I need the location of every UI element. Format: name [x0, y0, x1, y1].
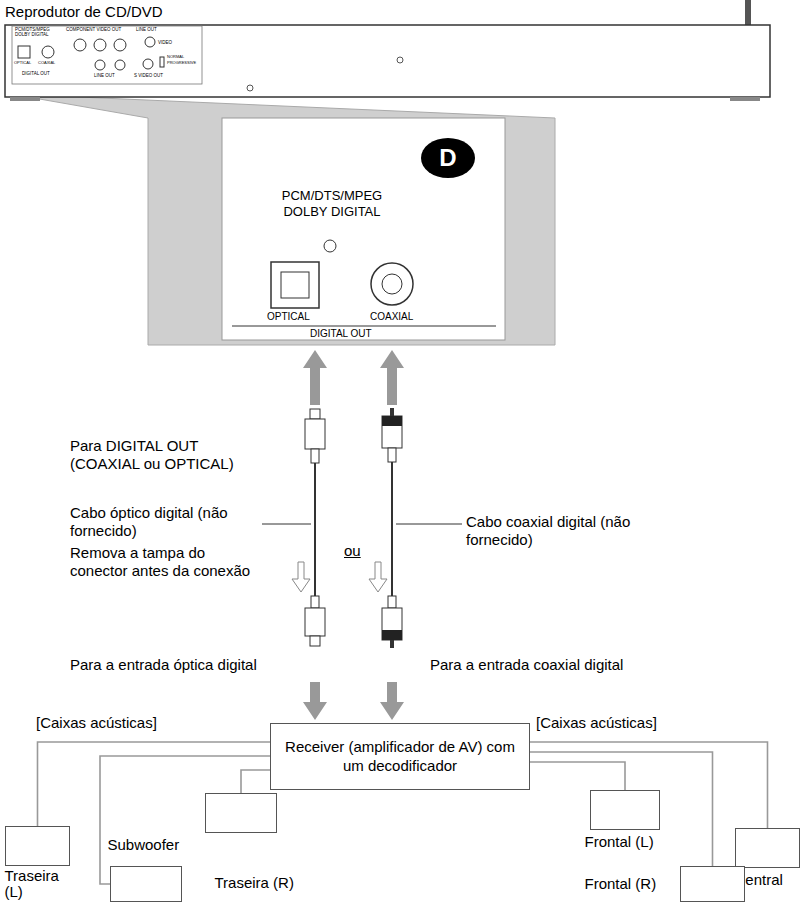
port-label: DIGITAL OUT — [22, 71, 50, 76]
port-label: PROGRESSIVE — [167, 61, 196, 66]
port-label: PCM/DTS/MPEG DOLBY DIGITAL — [262, 188, 402, 219]
callout-oval — [421, 138, 475, 178]
enlarged-panel — [222, 118, 505, 340]
scan-switch — [160, 57, 164, 67]
coaxial-jack — [371, 263, 413, 305]
cable-label: Cabo óptico digital (não fornecido) — [70, 504, 260, 540]
coaxial-plug — [382, 416, 402, 448]
optical-jack-inner — [281, 272, 309, 298]
jack-label: Para a entrada óptica digital — [70, 656, 257, 674]
optical-plug — [305, 608, 325, 636]
plug-boot — [311, 449, 319, 463]
insert-arrow — [303, 350, 327, 405]
plug-boot — [388, 448, 396, 462]
speaker-label: Traseira (R) — [215, 875, 294, 891]
rca-jack — [74, 39, 86, 51]
speaker-box: Traseira (R) — [110, 866, 182, 902]
port-label: OPTICAL — [267, 311, 310, 323]
group-label: [Caixas acústicas] — [36, 714, 157, 732]
speaker-label: Subwoofer — [108, 837, 180, 853]
coaxial-jack-inner — [382, 274, 402, 294]
receiver-box: Receiver (amplificador de AV) com um dec… — [270, 723, 530, 790]
figure-title: Reprodutor de CD/DVD — [5, 3, 163, 21]
speaker-wire — [530, 762, 625, 790]
rca-jack — [95, 60, 105, 70]
port-label: S VIDEO OUT — [134, 73, 163, 78]
instruction-text: Para DIGITAL OUT (COAXIAL ou OPTICAL) — [70, 437, 270, 473]
coaxial-jack — [42, 46, 54, 58]
receiver-text: Receiver (amplificador de AV) com um dec… — [279, 738, 521, 776]
group-label: [Caixas acústicas] — [536, 714, 657, 732]
insert-arrow — [380, 682, 404, 720]
coaxial-plug — [382, 608, 402, 640]
or-text: ou — [344, 542, 361, 560]
zoom-callout — [28, 97, 555, 345]
port-label: COAXIAL — [38, 61, 55, 66]
power-cord — [745, 0, 751, 28]
port-label: PCM/DTS/MPEG DOLBY DIGITAL — [15, 27, 57, 38]
screw — [397, 57, 403, 63]
player-body — [5, 25, 770, 97]
player-foot — [10, 97, 40, 101]
instruction-text: Remova a tampa do conector antes da cone… — [70, 544, 265, 580]
speaker-wire — [530, 752, 713, 866]
port-label: COAXIAL — [370, 311, 413, 323]
jack-panel — [12, 26, 202, 84]
coaxial-pin — [390, 640, 394, 648]
coaxial-cable — [391, 462, 393, 596]
port-label: COMPONENT VIDEO OUT — [66, 27, 121, 32]
speaker-label: Traseira (L) — [5, 868, 77, 900]
port-label: NORMAL — [167, 55, 184, 60]
coaxial-plug-band — [382, 630, 402, 640]
speaker-box: Frontal (R) — [680, 866, 745, 902]
screw — [247, 85, 253, 91]
rca-jack — [145, 37, 155, 47]
port-label: VIDEO — [158, 40, 172, 45]
leader-line — [396, 524, 462, 525]
insert-arrow — [380, 350, 404, 405]
rca-jack — [115, 60, 125, 70]
optical-cable — [314, 463, 316, 596]
plug-boot — [311, 596, 319, 608]
direction-arrow — [292, 562, 310, 592]
direction-arrow — [369, 562, 387, 592]
speaker-box: Traseira (L) — [5, 826, 70, 866]
panel-rule — [232, 326, 496, 327]
speaker-box: Subwoofer — [205, 793, 277, 833]
leader-line — [262, 524, 311, 525]
optical-plug-tip — [310, 409, 320, 419]
port-label: OPTICAL — [14, 61, 31, 66]
optical-plug-tip — [310, 636, 320, 646]
player-foot — [730, 97, 760, 101]
speaker-box: Central — [735, 828, 800, 868]
speaker-label: Frontal (L) — [585, 834, 654, 850]
port-label: DIGITAL OUT — [310, 328, 372, 340]
optical-jack — [18, 46, 30, 58]
rca-jack — [94, 39, 106, 51]
speaker-box: Frontal (L) — [590, 790, 660, 830]
callout-letter: D — [433, 144, 463, 172]
speaker-wire — [241, 770, 270, 793]
rca-jack — [114, 39, 126, 51]
jack-label: Para a entrada coaxial digital — [430, 656, 623, 674]
speaker-label: Frontal (R) — [585, 876, 657, 892]
port-label: LINE OUT — [94, 73, 115, 78]
insert-arrow — [303, 682, 327, 720]
optical-jack — [271, 262, 319, 308]
port-label: LINE OUT — [136, 27, 157, 32]
plug-boot — [388, 596, 396, 608]
coaxial-pin — [390, 408, 394, 416]
s-video-jack — [143, 59, 153, 69]
cable-label: Cabo coaxial digital (não fornecido) — [466, 513, 666, 549]
coaxial-plug-band — [382, 416, 402, 426]
indicator — [324, 240, 336, 252]
optical-plug — [305, 419, 325, 449]
